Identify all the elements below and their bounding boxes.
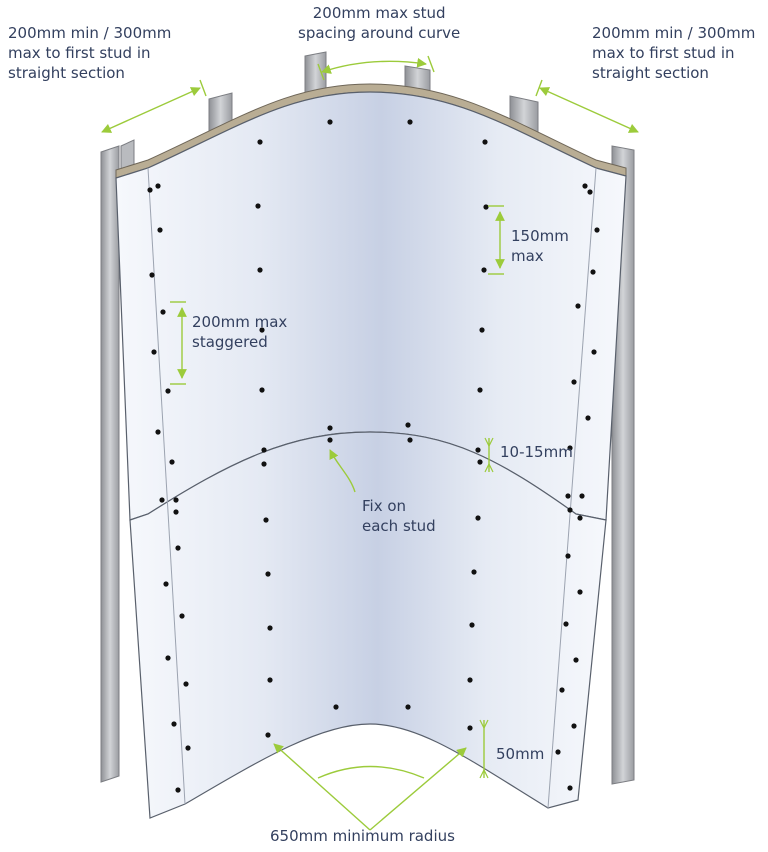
label-edge-distance: 10-15mm xyxy=(500,443,573,461)
stud-left-outer xyxy=(100,145,120,783)
fix-note-pointer xyxy=(329,449,356,493)
dimension-lines xyxy=(101,55,639,831)
radius-line-left xyxy=(273,743,371,831)
radius-arc xyxy=(317,765,425,779)
radius-line-right xyxy=(369,747,467,831)
label-top-center: 200mm max stud spacing around curve xyxy=(298,4,461,42)
label-bottom-edge: 50mm xyxy=(496,745,545,763)
label-vertical-spacing: 150mm max xyxy=(511,227,569,265)
label-top-left: 200mm min / 300mm max to first stud in s… xyxy=(8,24,172,82)
dim-top-right xyxy=(539,87,639,133)
label-staggered: 200mm max staggered xyxy=(192,313,288,351)
label-top-right: 200mm min / 300mm max to first stud in s… xyxy=(592,24,756,82)
dim-top-left xyxy=(101,87,201,133)
label-fix-note: Fix on each stud xyxy=(362,497,436,535)
dim-top-center xyxy=(321,57,427,74)
label-radius: 650mm minimum radius xyxy=(270,827,455,845)
fixings xyxy=(147,119,600,793)
